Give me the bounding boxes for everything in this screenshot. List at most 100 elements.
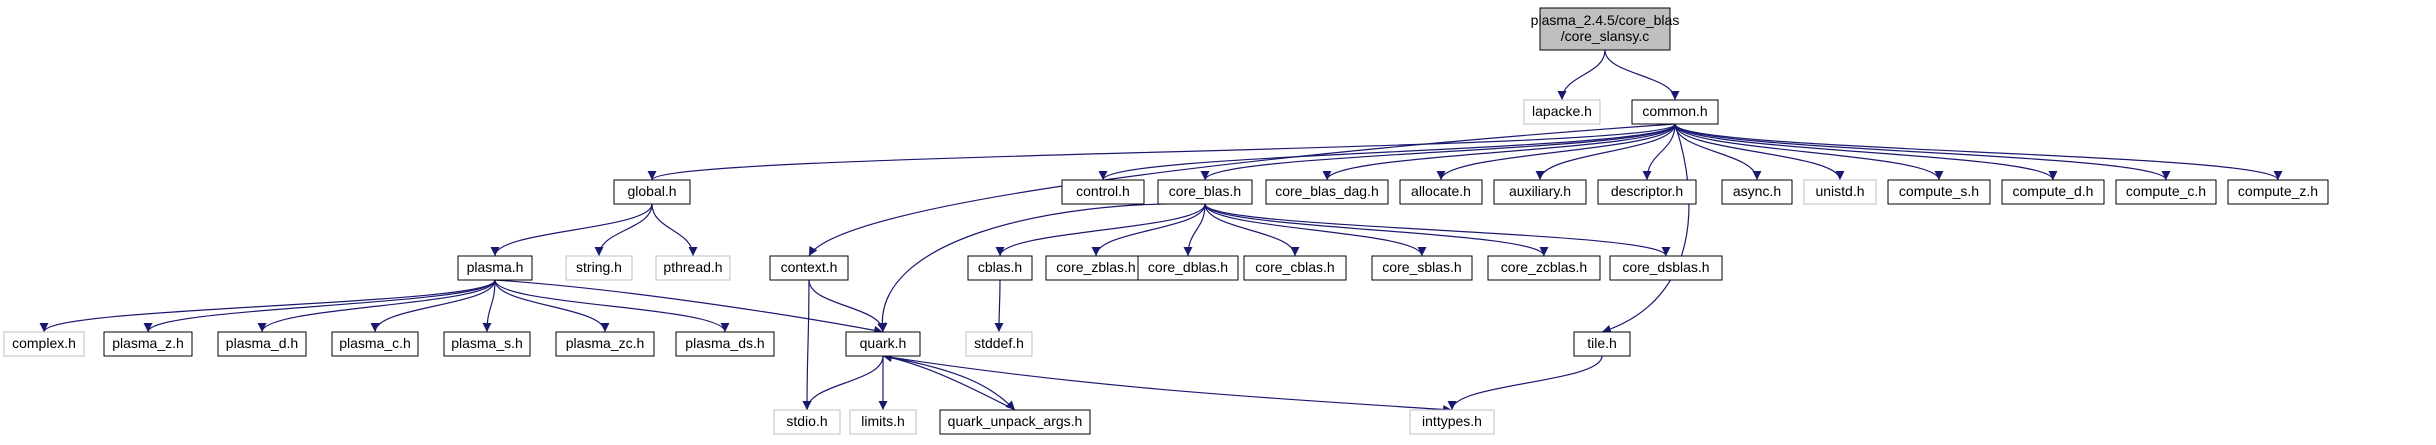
node-label-quark: quark.h [860, 335, 907, 351]
node-global[interactable]: global.h [613, 179, 691, 205]
node-compute_c[interactable]: compute_c.h [2115, 179, 2217, 205]
edge-core_blas-to-core_sblas [1204, 203, 1427, 257]
node-label-descriptor: descriptor.h [1611, 183, 1683, 199]
node-label-allocate: allocate.h [1411, 183, 1471, 199]
edge-plasma-to-plasma_s [482, 279, 496, 333]
node-box-auxiliary [1493, 179, 1587, 205]
node-plasma_zc[interactable]: plasma_zc.h [555, 331, 655, 357]
node-label-inttypes: inttypes.h [1422, 413, 1482, 429]
node-box-compute_c [2115, 179, 2217, 205]
node-cblas[interactable]: cblas.h [967, 255, 1033, 281]
node-core_sblas[interactable]: core_sblas.h [1371, 255, 1473, 281]
node-box-core_dsblas [1609, 255, 1723, 281]
node-label-plasma_s: plasma_s.h [451, 335, 523, 351]
edge-common-to-unistd [1674, 123, 1845, 181]
node-label-auxiliary: auxiliary.h [1509, 183, 1571, 199]
edge-common-to-compute_c [1674, 123, 2171, 181]
node-box-core_blas_dag [1265, 179, 1389, 205]
node-box-plasma_z [103, 331, 193, 357]
node-core_dblas[interactable]: core_dblas.h [1137, 255, 1239, 281]
node-box-descriptor [1597, 179, 1697, 205]
node-label-core_blas: core_blas.h [1169, 183, 1241, 199]
node-box-unistd [1803, 179, 1877, 205]
node-context[interactable]: context.h [769, 255, 849, 281]
edge-quark-to-inttypes [882, 355, 1453, 414]
node-core_zcblas[interactable]: core_zcblas.h [1487, 255, 1601, 281]
node-core_zblas[interactable]: core_zblas.h [1045, 255, 1147, 281]
node-pthread[interactable]: pthread.h [655, 255, 731, 281]
edge-tile-to-inttypes [1447, 355, 1603, 411]
node-lapacke[interactable]: lapacke.h [1523, 99, 1601, 125]
edge-quark-to-quark_unpack_args [882, 355, 1016, 411]
node-core_dsblas[interactable]: core_dsblas.h [1609, 255, 1723, 281]
edge-plasma-to-complex [39, 279, 496, 333]
node-plasma_z[interactable]: plasma_z.h [103, 331, 193, 357]
node-box-cblas [967, 255, 1033, 281]
node-label-lapacke: lapacke.h [1532, 103, 1592, 119]
node-label-limits: limits.h [861, 413, 905, 429]
node-compute_z[interactable]: compute_z.h [2227, 179, 2329, 205]
node-limits[interactable]: limits.h [849, 409, 917, 435]
node-plasma_d[interactable]: plasma_d.h [217, 331, 307, 357]
node-box-lapacke [1523, 99, 1601, 125]
node-box-plasma_c [331, 331, 419, 357]
node-label-plasma_zc: plasma_zc.h [566, 335, 645, 351]
node-box-core_blas [1157, 179, 1253, 205]
edge-global-to-plasma [490, 203, 653, 257]
node-auxiliary[interactable]: auxiliary.h [1493, 179, 1587, 205]
edge-plasma-to-quark [494, 279, 884, 335]
node-core_cblas[interactable]: core_cblas.h [1243, 255, 1347, 281]
node-label-quark_unpack_args: quark_unpack_args.h [948, 413, 1083, 429]
node-box-stddef [965, 331, 1033, 357]
node-label-core_blas_dag: core_blas_dag.h [1275, 183, 1379, 199]
node-quark_unpack_args[interactable]: quark_unpack_args.h [939, 409, 1091, 435]
node-async[interactable]: async.h [1721, 179, 1793, 205]
node-compute_d[interactable]: compute_d.h [2001, 179, 2105, 205]
node-label-pthread: pthread.h [663, 259, 722, 275]
node-tile[interactable]: tile.h [1573, 331, 1631, 357]
node-box-context [769, 255, 849, 281]
node-plasma_ds[interactable]: plasma_ds.h [675, 331, 775, 357]
node-core_slansy[interactable]: plasma_2.4.5/core_blas/core_slansy.c [1531, 7, 1680, 51]
node-descriptor[interactable]: descriptor.h [1597, 179, 1697, 205]
node-unistd[interactable]: unistd.h [1803, 179, 1877, 205]
node-core_blas_dag[interactable]: core_blas_dag.h [1265, 179, 1389, 205]
node-box-global [613, 179, 691, 205]
node-label-stdio: stdio.h [786, 413, 827, 429]
node-inttypes[interactable]: inttypes.h [1409, 409, 1495, 435]
edge-common-to-control [1098, 123, 1676, 181]
node-core_blas[interactable]: core_blas.h [1157, 179, 1253, 205]
edge-core_blas-to-core_dsblas [1204, 203, 1671, 257]
node-box-core_dblas [1137, 255, 1239, 281]
edge-common-to-context [808, 123, 1676, 257]
node-label-plasma_ds: plasma_ds.h [685, 335, 764, 351]
node-label-core_cblas: core_cblas.h [1255, 259, 1334, 275]
node-plasma_s[interactable]: plasma_s.h [443, 331, 531, 357]
edge-core_slansy-to-common [1604, 49, 1680, 101]
node-label-core_sblas: core_sblas.h [1382, 259, 1461, 275]
node-box-complex [3, 331, 85, 357]
node-string[interactable]: string.h [565, 255, 633, 281]
edge-global-to-string [594, 203, 653, 257]
node-plasma[interactable]: plasma.h [457, 255, 533, 281]
node-common[interactable]: common.h [1631, 99, 1719, 125]
node-box-control [1061, 179, 1145, 205]
node-label-plasma_z: plasma_z.h [112, 335, 184, 351]
node-stddef[interactable]: stddef.h [965, 331, 1033, 357]
node-control[interactable]: control.h [1061, 179, 1145, 205]
node-complex[interactable]: complex.h [3, 331, 85, 357]
node-layer: plasma_2.4.5/core_blas/core_slansy.clapa… [3, 7, 2329, 435]
node-label-global: global.h [627, 183, 676, 199]
node-quark[interactable]: quark.h [845, 331, 921, 357]
edge-core_blas-to-core_dblas [1183, 203, 1206, 257]
node-allocate[interactable]: allocate.h [1399, 179, 1483, 205]
node-compute_s[interactable]: compute_s.h [1887, 179, 1991, 205]
node-stdio[interactable]: stdio.h [773, 409, 841, 435]
node-label-complex: complex.h [12, 335, 76, 351]
node-box-inttypes [1409, 409, 1495, 435]
node-box-plasma_ds [675, 331, 775, 357]
node-plasma_c[interactable]: plasma_c.h [331, 331, 419, 357]
node-box-plasma [457, 255, 533, 281]
node-label-cblas: cblas.h [978, 259, 1022, 275]
edge-core_blas-to-quark [877, 203, 1206, 333]
